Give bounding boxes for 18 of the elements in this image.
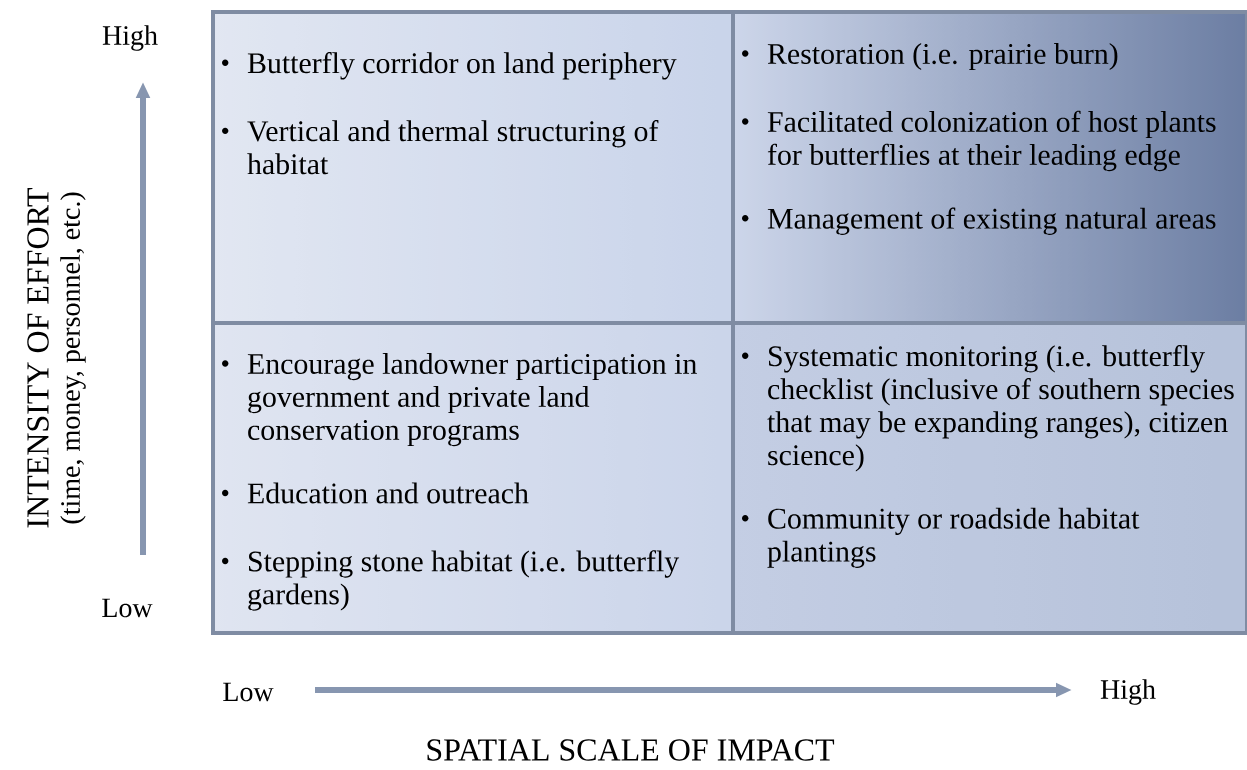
quadrant-box xyxy=(731,321,1247,635)
axis-subtitle: (time, money, personnel, etc.) xyxy=(60,192,86,524)
bullet-item: Encourage landowner participation in government and private land conservation programs xyxy=(222,353,697,447)
axis-end-label: Low xyxy=(223,682,274,702)
axis-title: INTENSITY OF EFFORT xyxy=(27,187,49,528)
bullet-item: Facilitated colonization of host plants for butterflies at their leading edge xyxy=(742,110,1216,172)
bullet-item: Systematic monitoring (i.e. butterfly checklist (inclusive of southern species that may be expanding ranges), citizen science) xyxy=(742,345,1234,472)
bullet-item: Butterfly corridor on land periphery xyxy=(222,52,677,80)
axis-end-label: High xyxy=(102,25,158,51)
axis-end-label: Low xyxy=(102,598,153,618)
bullet-item: Community or roadside habitat plantings xyxy=(742,507,1140,568)
bullet-item: Vertical and thermal structuring of habitat xyxy=(222,120,659,175)
axis-title: SPATIAL SCALE OF IMPACT xyxy=(427,739,835,761)
bullet-item: Stepping stone habitat (i.e. butterfly gardens) xyxy=(222,550,680,611)
bullet-item: Education and outreach xyxy=(222,482,529,504)
bullet-item: Management of existing natural areas xyxy=(742,207,1216,235)
axis-end-label: High xyxy=(1100,679,1156,705)
bullet-item: Restoration (i.e. prairie burn) xyxy=(742,43,1118,71)
